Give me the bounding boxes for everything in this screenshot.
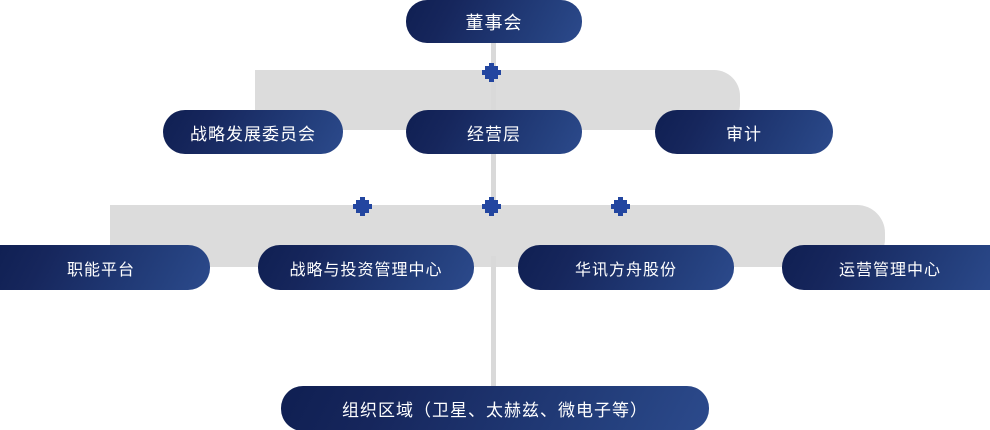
org-node-label: 运营管理中心	[838, 261, 941, 279]
connector-level3-to-level4	[491, 256, 496, 390]
connector-board-to-management	[491, 42, 496, 72]
shadow-band-level3	[110, 205, 885, 267]
org-node-label: 审计	[726, 124, 762, 144]
junction-node-level1	[482, 63, 501, 82]
org-node-board[interactable]: 董事会	[406, 0, 582, 43]
org-node-label: 组织区域（卫星、太赫兹、微电子等）	[342, 401, 648, 420]
org-node-label: 战略发展委员会	[190, 124, 316, 144]
org-node-label: 战略与投资管理中心	[289, 261, 443, 279]
junction-node-right-level3	[611, 197, 630, 216]
org-node-strategy-investment-center[interactable]: 战略与投资管理中心	[258, 245, 474, 290]
connector-management-to-level3	[491, 152, 496, 210]
org-node-label: 职能平台	[66, 261, 135, 279]
org-node-label: 华讯方舟股份	[574, 261, 677, 279]
org-node-audit[interactable]: 审计	[655, 110, 833, 154]
org-node-functional-platform[interactable]: 职能平台	[0, 245, 210, 290]
org-node-org-regions[interactable]: 组织区域（卫星、太赫兹、微电子等）	[281, 386, 709, 430]
org-node-operations-center[interactable]: 运营管理中心	[782, 245, 990, 290]
connector-junction-to-level2	[491, 80, 496, 110]
org-node-management[interactable]: 经营层	[406, 110, 582, 154]
org-node-strategy-committee[interactable]: 战略发展委员会	[163, 110, 343, 154]
org-node-label: 董事会	[465, 12, 523, 33]
org-node-huaxun-fangzhou[interactable]: 华讯方舟股份	[518, 245, 734, 290]
junction-node-center-level3	[482, 197, 501, 216]
junction-node-left-level3	[353, 197, 372, 216]
org-node-label: 经营层	[467, 124, 521, 144]
